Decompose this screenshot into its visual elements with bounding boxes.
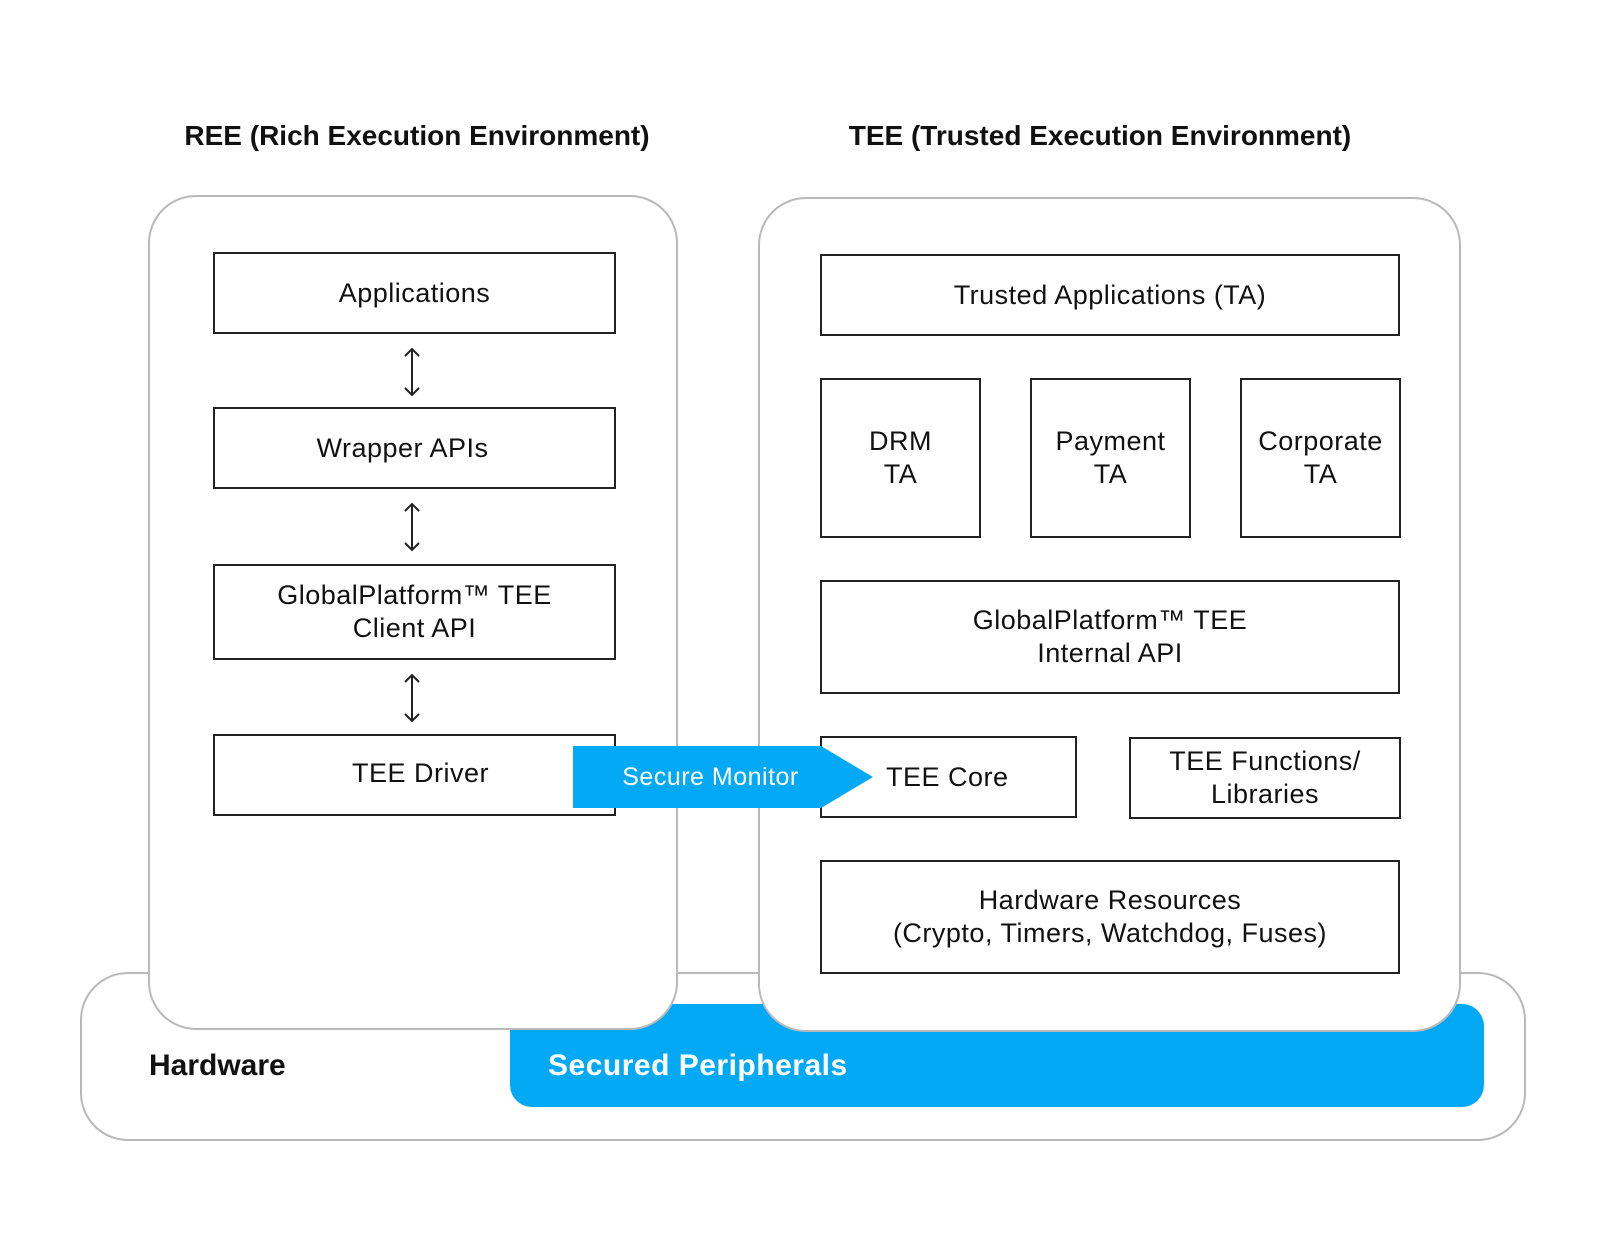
tee-core-label: TEE Core <box>886 761 1009 792</box>
applications-label: Applications <box>338 277 491 308</box>
payment-ta-label-line2: TA <box>1093 459 1128 489</box>
wrapper-apis-box: Wrapper APIs <box>213 407 616 489</box>
client-api-box: GlobalPlatform™ TEE Client API <box>213 564 616 660</box>
drm-ta-label-line1: DRM <box>869 426 932 456</box>
hardware-resources-label-line2: (Crypto, Timers, Watchdog, Fuses) <box>892 918 1328 948</box>
client-api-label-line2: Client API <box>352 613 477 643</box>
double-arrow-icon <box>404 673 420 723</box>
double-arrow-icon <box>404 347 420 397</box>
tee-driver-label: TEE Driver <box>351 758 489 788</box>
hardware-resources-box: Hardware Resources (Crypto, Timers, Watc… <box>820 860 1400 974</box>
payment-ta-box: Payment TA <box>1030 378 1191 538</box>
trusted-applications-label: Trusted Applications (TA) <box>953 279 1267 310</box>
tee-functions-box: TEE Functions/ Libraries <box>1129 737 1401 819</box>
corporate-ta-box: Corporate TA <box>1240 378 1401 538</box>
secured-peripherals-label: Secured Peripherals <box>548 1049 848 1082</box>
double-arrow-icon <box>404 502 420 552</box>
drm-ta-box: DRM TA <box>820 378 981 538</box>
internal-api-box: GlobalPlatform™ TEE Internal API <box>820 580 1400 694</box>
corporate-ta-label-line2: TA <box>1303 459 1338 489</box>
wrapper-apis-label: Wrapper APIs <box>316 432 489 463</box>
client-api-label-line1: GlobalPlatform™ TEE <box>277 580 552 610</box>
tee-driver-box: TEE Driver <box>213 734 616 816</box>
hardware-resources-label-line1: Hardware Resources <box>978 885 1242 915</box>
secure-monitor-arrow <box>573 746 873 808</box>
payment-ta-label-line1: Payment <box>1055 426 1166 456</box>
tee-functions-label-line1: TEE Functions/ <box>1169 746 1361 776</box>
trusted-applications-box: Trusted Applications (TA) <box>820 254 1400 336</box>
tee-functions-label-line2: Libraries <box>1210 779 1320 809</box>
internal-api-label-line2: Internal API <box>1037 638 1183 668</box>
hardware-label: Hardware <box>149 1049 286 1082</box>
secure-monitor-label: Secure Monitor <box>622 763 799 791</box>
internal-api-label-line1: GlobalPlatform™ TEE <box>972 605 1248 635</box>
tee-title: TEE (Trusted Execution Environment) <box>848 120 1352 151</box>
corporate-ta-label-line1: Corporate <box>1258 426 1383 456</box>
applications-box: Applications <box>213 252 616 334</box>
ree-title: REE (Rich Execution Environment) <box>184 120 650 151</box>
drm-ta-label-line2: TA <box>883 459 918 489</box>
